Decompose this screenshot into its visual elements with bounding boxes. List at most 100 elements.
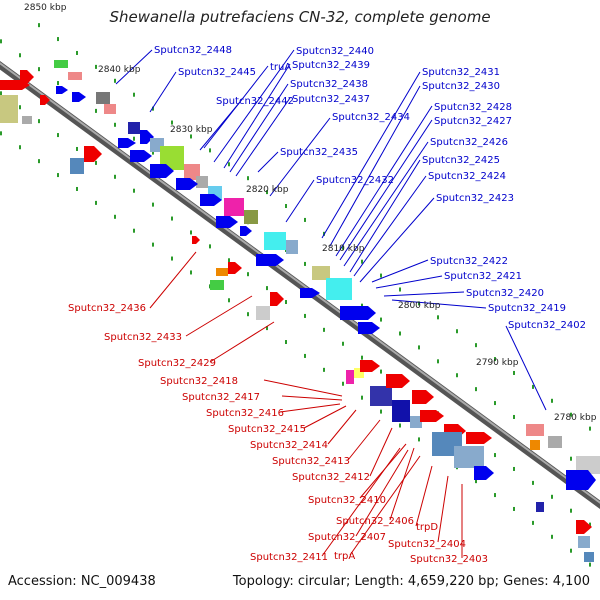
gene-label[interactable]: Sputcn32_2430 — [422, 81, 500, 92]
gene-feature — [0, 95, 18, 123]
tick-dot — [171, 216, 173, 221]
tick-dot — [190, 270, 192, 275]
gene-label[interactable]: Sputcn32_2435 — [280, 147, 358, 158]
tick-dot — [95, 200, 97, 205]
gene-label[interactable]: Sputcn32_2428 — [434, 102, 512, 113]
gene-label[interactable]: Sputcn32_2407 — [308, 532, 386, 543]
callout-line — [355, 449, 409, 537]
gene-label[interactable]: Sputcn32_2406 — [336, 516, 414, 527]
gene-feature — [196, 176, 208, 188]
gene-label[interactable]: Sputcn32_2429 — [138, 358, 216, 369]
gene-feature — [264, 232, 286, 250]
gene-feature — [176, 178, 198, 190]
gene-label[interactable]: trpD — [416, 522, 438, 533]
gene-feature — [192, 236, 200, 244]
kbp-label: 2820 kbp — [246, 185, 289, 195]
gene-label[interactable]: Sputcn32_2420 — [466, 288, 544, 299]
tick-dot — [190, 230, 192, 235]
tick-dot — [494, 357, 496, 362]
gene-label[interactable]: Sputcn32_2439 — [292, 60, 370, 71]
callout-line — [369, 427, 393, 477]
tick-dot — [361, 259, 363, 264]
tick-dot — [418, 345, 420, 350]
tick-dot — [95, 64, 97, 69]
gene-label[interactable]: Sputcn32_2437 — [292, 94, 370, 105]
gene-feature — [84, 146, 102, 162]
tick-dot — [38, 159, 40, 164]
tick-dot — [570, 508, 572, 513]
gene-label[interactable]: Sputcn32_2436 — [68, 303, 146, 314]
tick-dot — [570, 548, 572, 553]
gene-label[interactable]: Sputcn32_2411 — [250, 552, 328, 563]
callout-line — [303, 405, 347, 429]
tick-dot — [475, 387, 477, 392]
gene-label[interactable]: Sputcn32_2412 — [292, 472, 370, 483]
gene-label[interactable]: truA — [270, 62, 291, 73]
tick-dot — [228, 162, 230, 167]
tick-dot — [380, 369, 382, 374]
callout-line — [149, 251, 197, 309]
gene-label[interactable]: Sputcn32_2440 — [296, 46, 374, 57]
gene-label[interactable]: Sputcn32_2423 — [436, 193, 514, 204]
callout-line — [505, 325, 547, 411]
gene-label[interactable]: Sputcn32_2427 — [434, 116, 512, 127]
tick-dot — [0, 39, 2, 44]
gene-label[interactable]: Sputcn32_2442 — [216, 96, 294, 107]
callout-line — [321, 447, 401, 557]
gene-label[interactable]: Sputcn32_2417 — [182, 392, 260, 403]
gene-label[interactable]: Sputcn32_2403 — [410, 554, 488, 565]
tick-dot — [475, 343, 477, 348]
gene-label[interactable]: trpA — [334, 551, 355, 562]
gene-label[interactable]: Sputcn32_2421 — [444, 271, 522, 282]
callout-line — [285, 179, 315, 223]
callout-line — [321, 71, 421, 239]
gene-feature — [286, 240, 298, 254]
kbp-label: 2810 kbp — [322, 244, 365, 254]
gene-label[interactable]: Sputcn32_2425 — [422, 155, 500, 166]
gene-label[interactable]: Sputcn32_2445 — [178, 67, 256, 78]
gene-label[interactable]: Sputcn32_2434 — [332, 112, 410, 123]
callout-line — [437, 475, 449, 543]
kbp-label: 2830 kbp — [170, 125, 213, 135]
gene-label[interactable]: Sputcn32_2413 — [272, 456, 350, 467]
gene-feature — [326, 278, 352, 300]
tick-dot — [551, 534, 553, 539]
kbp-label: 2790 kbp — [476, 358, 519, 368]
tick-dot — [95, 108, 97, 113]
gene-label[interactable]: Sputcn32_2414 — [250, 440, 328, 451]
map-title: Shewanella putrefaciens CN-32, complete … — [109, 8, 491, 26]
gene-label[interactable]: Sputcn32_2402 — [508, 320, 586, 331]
gene-label[interactable]: Sputcn32_2404 — [388, 539, 466, 550]
gene-label[interactable]: Sputcn32_2431 — [422, 67, 500, 78]
callout-line — [343, 141, 429, 267]
tick-dot — [133, 228, 135, 233]
gene-label[interactable]: Sputcn32_2415 — [228, 424, 306, 435]
gene-label[interactable]: Sputcn32_2424 — [428, 171, 506, 182]
gene-feature — [256, 254, 284, 266]
gene-label[interactable]: Sputcn32_2416 — [206, 408, 284, 419]
gene-label[interactable]: Sputcn32_2419 — [488, 303, 566, 314]
tick-dot — [19, 145, 21, 150]
gene-label[interactable]: Sputcn32_2448 — [154, 45, 232, 56]
callout-line — [199, 101, 241, 151]
tick-dot — [570, 412, 572, 417]
gene-feature — [224, 198, 244, 216]
gene-label[interactable]: Sputcn32_2426 — [430, 137, 508, 148]
gene-label[interactable]: Sputcn32_2433 — [104, 332, 182, 343]
gene-label[interactable]: Sputcn32_2410 — [308, 495, 386, 506]
gene-feature — [150, 164, 174, 178]
tick-dot — [76, 186, 78, 191]
gene-label[interactable]: Sputcn32_2432 — [316, 175, 394, 186]
gene-feature — [216, 216, 238, 228]
gene-feature — [68, 72, 82, 80]
tick-dot — [399, 331, 401, 336]
callout-line — [349, 159, 421, 273]
tick-dot — [437, 359, 439, 364]
gene-label[interactable]: Sputcn32_2422 — [430, 256, 508, 267]
gene-feature — [256, 306, 270, 320]
gene-feature — [576, 456, 600, 474]
tick-dot — [456, 373, 458, 378]
gene-label[interactable]: Sputcn32_2418 — [160, 376, 238, 387]
gene-label[interactable]: Sputcn32_2438 — [290, 79, 368, 90]
